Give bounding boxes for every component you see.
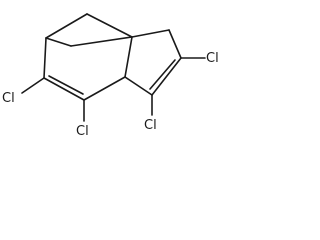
bond-c4-c5-second — [48, 75, 84, 95]
molecule-drawing: Cl Cl Cl Cl — [2, 13, 219, 139]
bond-c9-c10-second — [149, 59, 176, 90]
bond-c1-c4 — [43, 37, 47, 79]
bond-bridge-c3 — [70, 36, 133, 47]
chlorine-label-bottom-left: Cl — [76, 124, 89, 139]
bond-c7-c10 — [124, 76, 153, 96]
chlorine-label-right: Cl — [206, 51, 219, 66]
bond-c9-c10 — [151, 57, 182, 96]
chlorine-label-left: Cl — [2, 91, 15, 106]
bond-c8-c9 — [168, 29, 182, 59]
bond-c2-c3 — [86, 13, 133, 38]
bond-c4-cl — [21, 77, 45, 94]
bond-c3-c7 — [124, 36, 133, 78]
bond-c1-c2 — [45, 13, 88, 39]
bond-c4-c5 — [43, 77, 85, 101]
bond-c5-c6 — [83, 76, 126, 101]
chlorine-label-bottom-right: Cl — [144, 118, 157, 133]
bond-c3-c8 — [131, 29, 170, 38]
structure-canvas: Cl Cl Cl Cl — [0, 0, 231, 144]
bond-c1-bridge — [45, 37, 72, 47]
